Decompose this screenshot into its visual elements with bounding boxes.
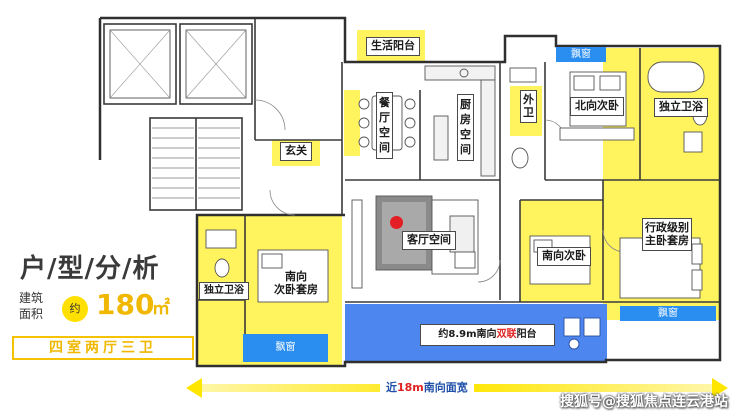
living-room-marker	[390, 216, 403, 229]
layout-info-panel: 户/型/分/析 建筑 面积 约 180 ㎡ 四室两厅三卫	[12, 248, 194, 368]
room-label-living-room: 客厅空间	[402, 231, 456, 250]
room-label-south-bedroom: 南向次卧	[537, 247, 591, 266]
room-label-master-suite: 行政级别主卧套房	[642, 218, 692, 252]
room-label-south-suite: 南向次卧套房	[274, 270, 318, 296]
bay-band-left	[243, 334, 328, 362]
room-label-guest-bath: 外卫	[520, 90, 537, 124]
highlight-dining	[344, 90, 360, 156]
south-balcony-label: 约8.9m南向双联阳台	[420, 324, 555, 346]
area-label: 建筑 面积	[19, 291, 44, 321]
room-label-dining: 餐厅空间	[376, 92, 393, 160]
room-label-master-bath: 独立卫浴	[654, 98, 708, 117]
room-label-north-bedroom: 北向次卧	[570, 97, 624, 116]
area-unit: ㎡	[152, 298, 170, 319]
bay-window-top: 飘窗	[556, 47, 606, 62]
room-label-kitchen: 厨房空间	[457, 94, 474, 162]
bay-window-left: 飘窗	[275, 342, 296, 353]
area-approx-badge: 约	[62, 296, 88, 322]
layout-title: 户/型/分/析	[20, 254, 160, 284]
frontage-label: 近18m南向面宽	[380, 381, 474, 395]
room-label-living-balcony: 生活阳台	[366, 37, 420, 56]
room-label-foyer: 玄关	[280, 142, 312, 161]
bay-window-right: 飘窗	[620, 306, 716, 321]
area-value: 180	[96, 288, 155, 321]
room-config: 四室两厅三卫	[12, 336, 194, 360]
watermark: 搜狐号@搜狐焦点连云港站	[560, 394, 728, 410]
room-label-left-bath: 独立卫浴	[199, 282, 249, 300]
